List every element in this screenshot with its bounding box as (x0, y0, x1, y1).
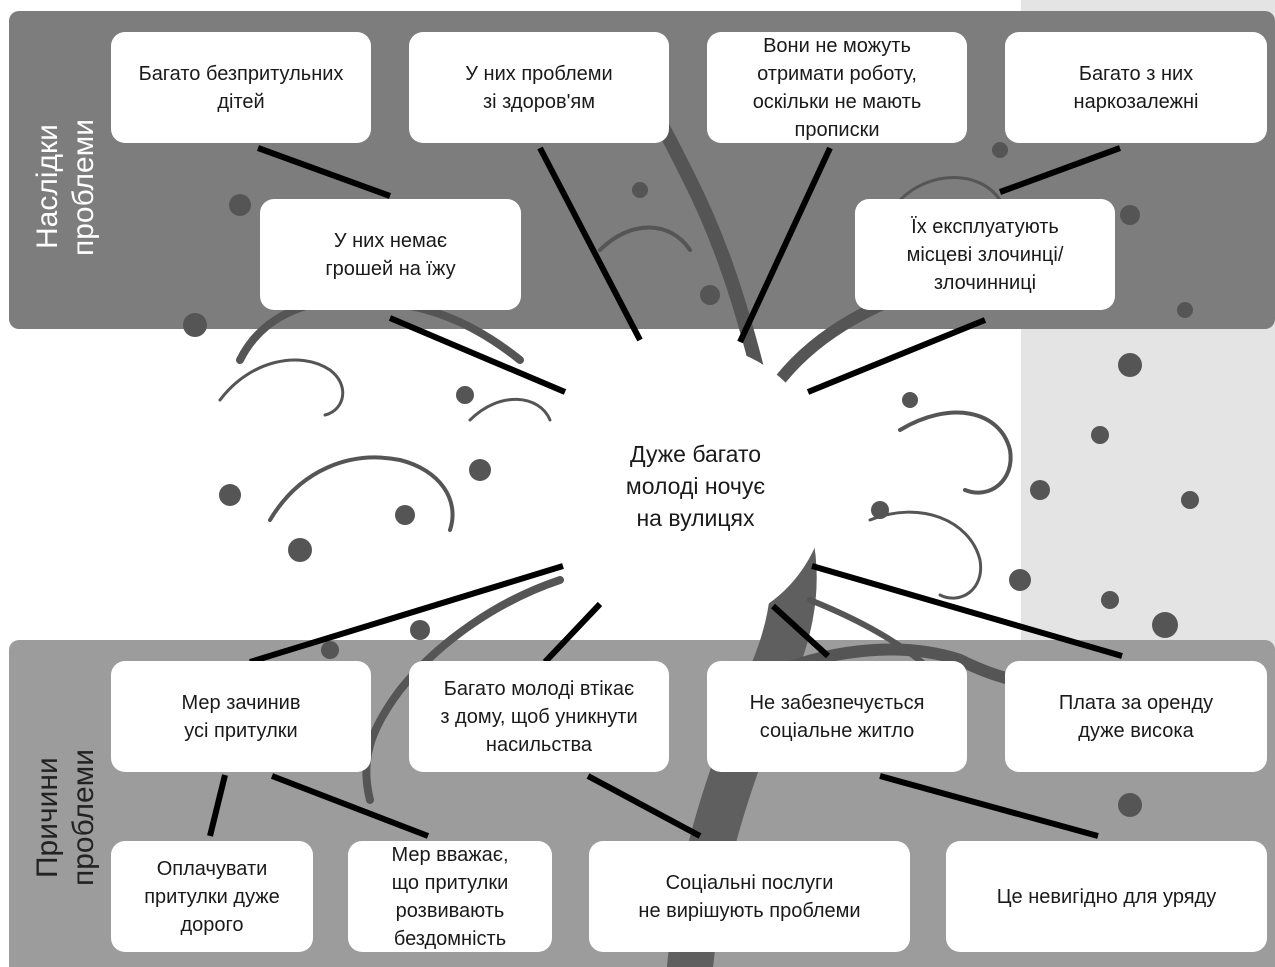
subcause-unprofitable-for-government: Це невигідно для уряду (946, 841, 1267, 952)
consequence-health-problems: У них проблеми зі здоров'ям (409, 32, 669, 143)
consequence-no-food-money: У них немає грошей на їжу (260, 199, 521, 310)
subcause-shelters-expensive: Оплачувати притулки дуже дорого (111, 841, 313, 952)
consequences-label: Наслідки проблеми (31, 118, 100, 256)
subcause-social-services: Соціальні послуги не вирішують проблеми (589, 841, 910, 952)
cause-no-social-housing: Не забезпечується соціальне житло (707, 661, 967, 772)
consequence-no-work: Вони не можуть отримати роботу, оскільки… (707, 32, 967, 143)
consequence-drug-addiction: Багато з них наркозалежні (1005, 32, 1267, 143)
cause-running-from-violence: Багато молоді втікає з дому, щоб уникнут… (409, 661, 669, 772)
causes-label: Причини проблеми (31, 748, 100, 887)
central-problem: Дуже багато молоді ночує на вулицях (563, 345, 828, 627)
cause-shelters-closed: Мер зачинив усі притулки (111, 661, 371, 772)
cause-high-rent: Плата за оренду дуже висока (1005, 661, 1267, 772)
subcause-mayor-belief: Мер вважає, що притулки розвивають бездо… (348, 841, 552, 952)
consequence-exploitation: Їх експлуатують місцеві злочинці/ злочин… (855, 199, 1115, 310)
consequence-homeless-children: Багато безпритульних дітей (111, 32, 371, 143)
